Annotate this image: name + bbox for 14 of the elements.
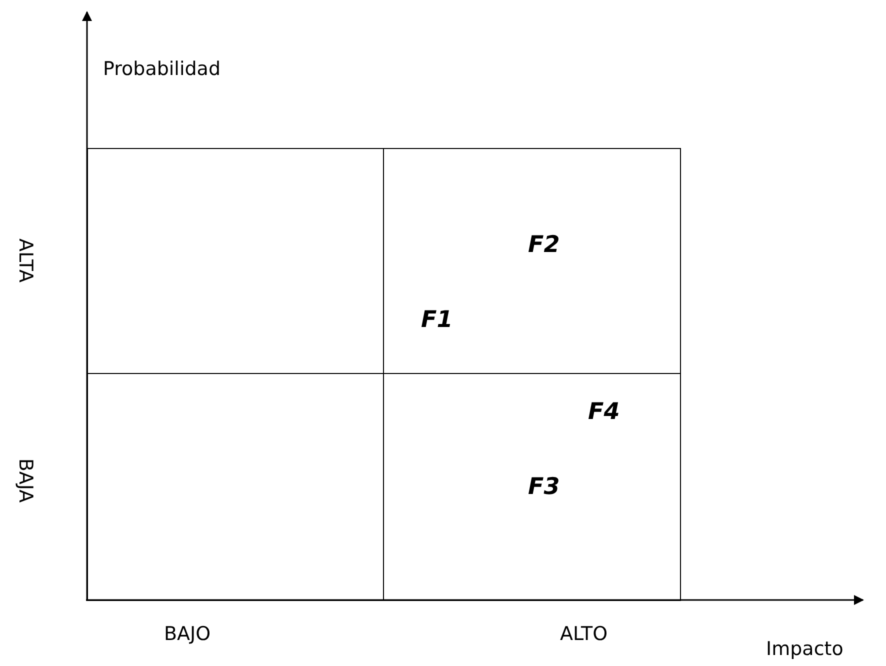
- axis-title: Impacto: [766, 640, 844, 659]
- axis-level-label: ALTO: [560, 625, 608, 644]
- matrix-quadrant: [383, 373, 681, 601]
- matrix-quadrant: [87, 148, 384, 374]
- risk-label: F1: [421, 309, 453, 332]
- risk-label: F3: [528, 476, 560, 499]
- matrix-quadrant: [383, 148, 681, 374]
- matrix-quadrant: [87, 373, 384, 601]
- risk-label: F2: [528, 234, 560, 257]
- axis-level-label: BAJO: [164, 625, 211, 644]
- axis-title: Probabilidad: [103, 60, 221, 79]
- axis-level-label: ALTA: [16, 238, 35, 282]
- risk-label: F4: [588, 401, 620, 424]
- axis-level-label: BAJA: [16, 458, 35, 502]
